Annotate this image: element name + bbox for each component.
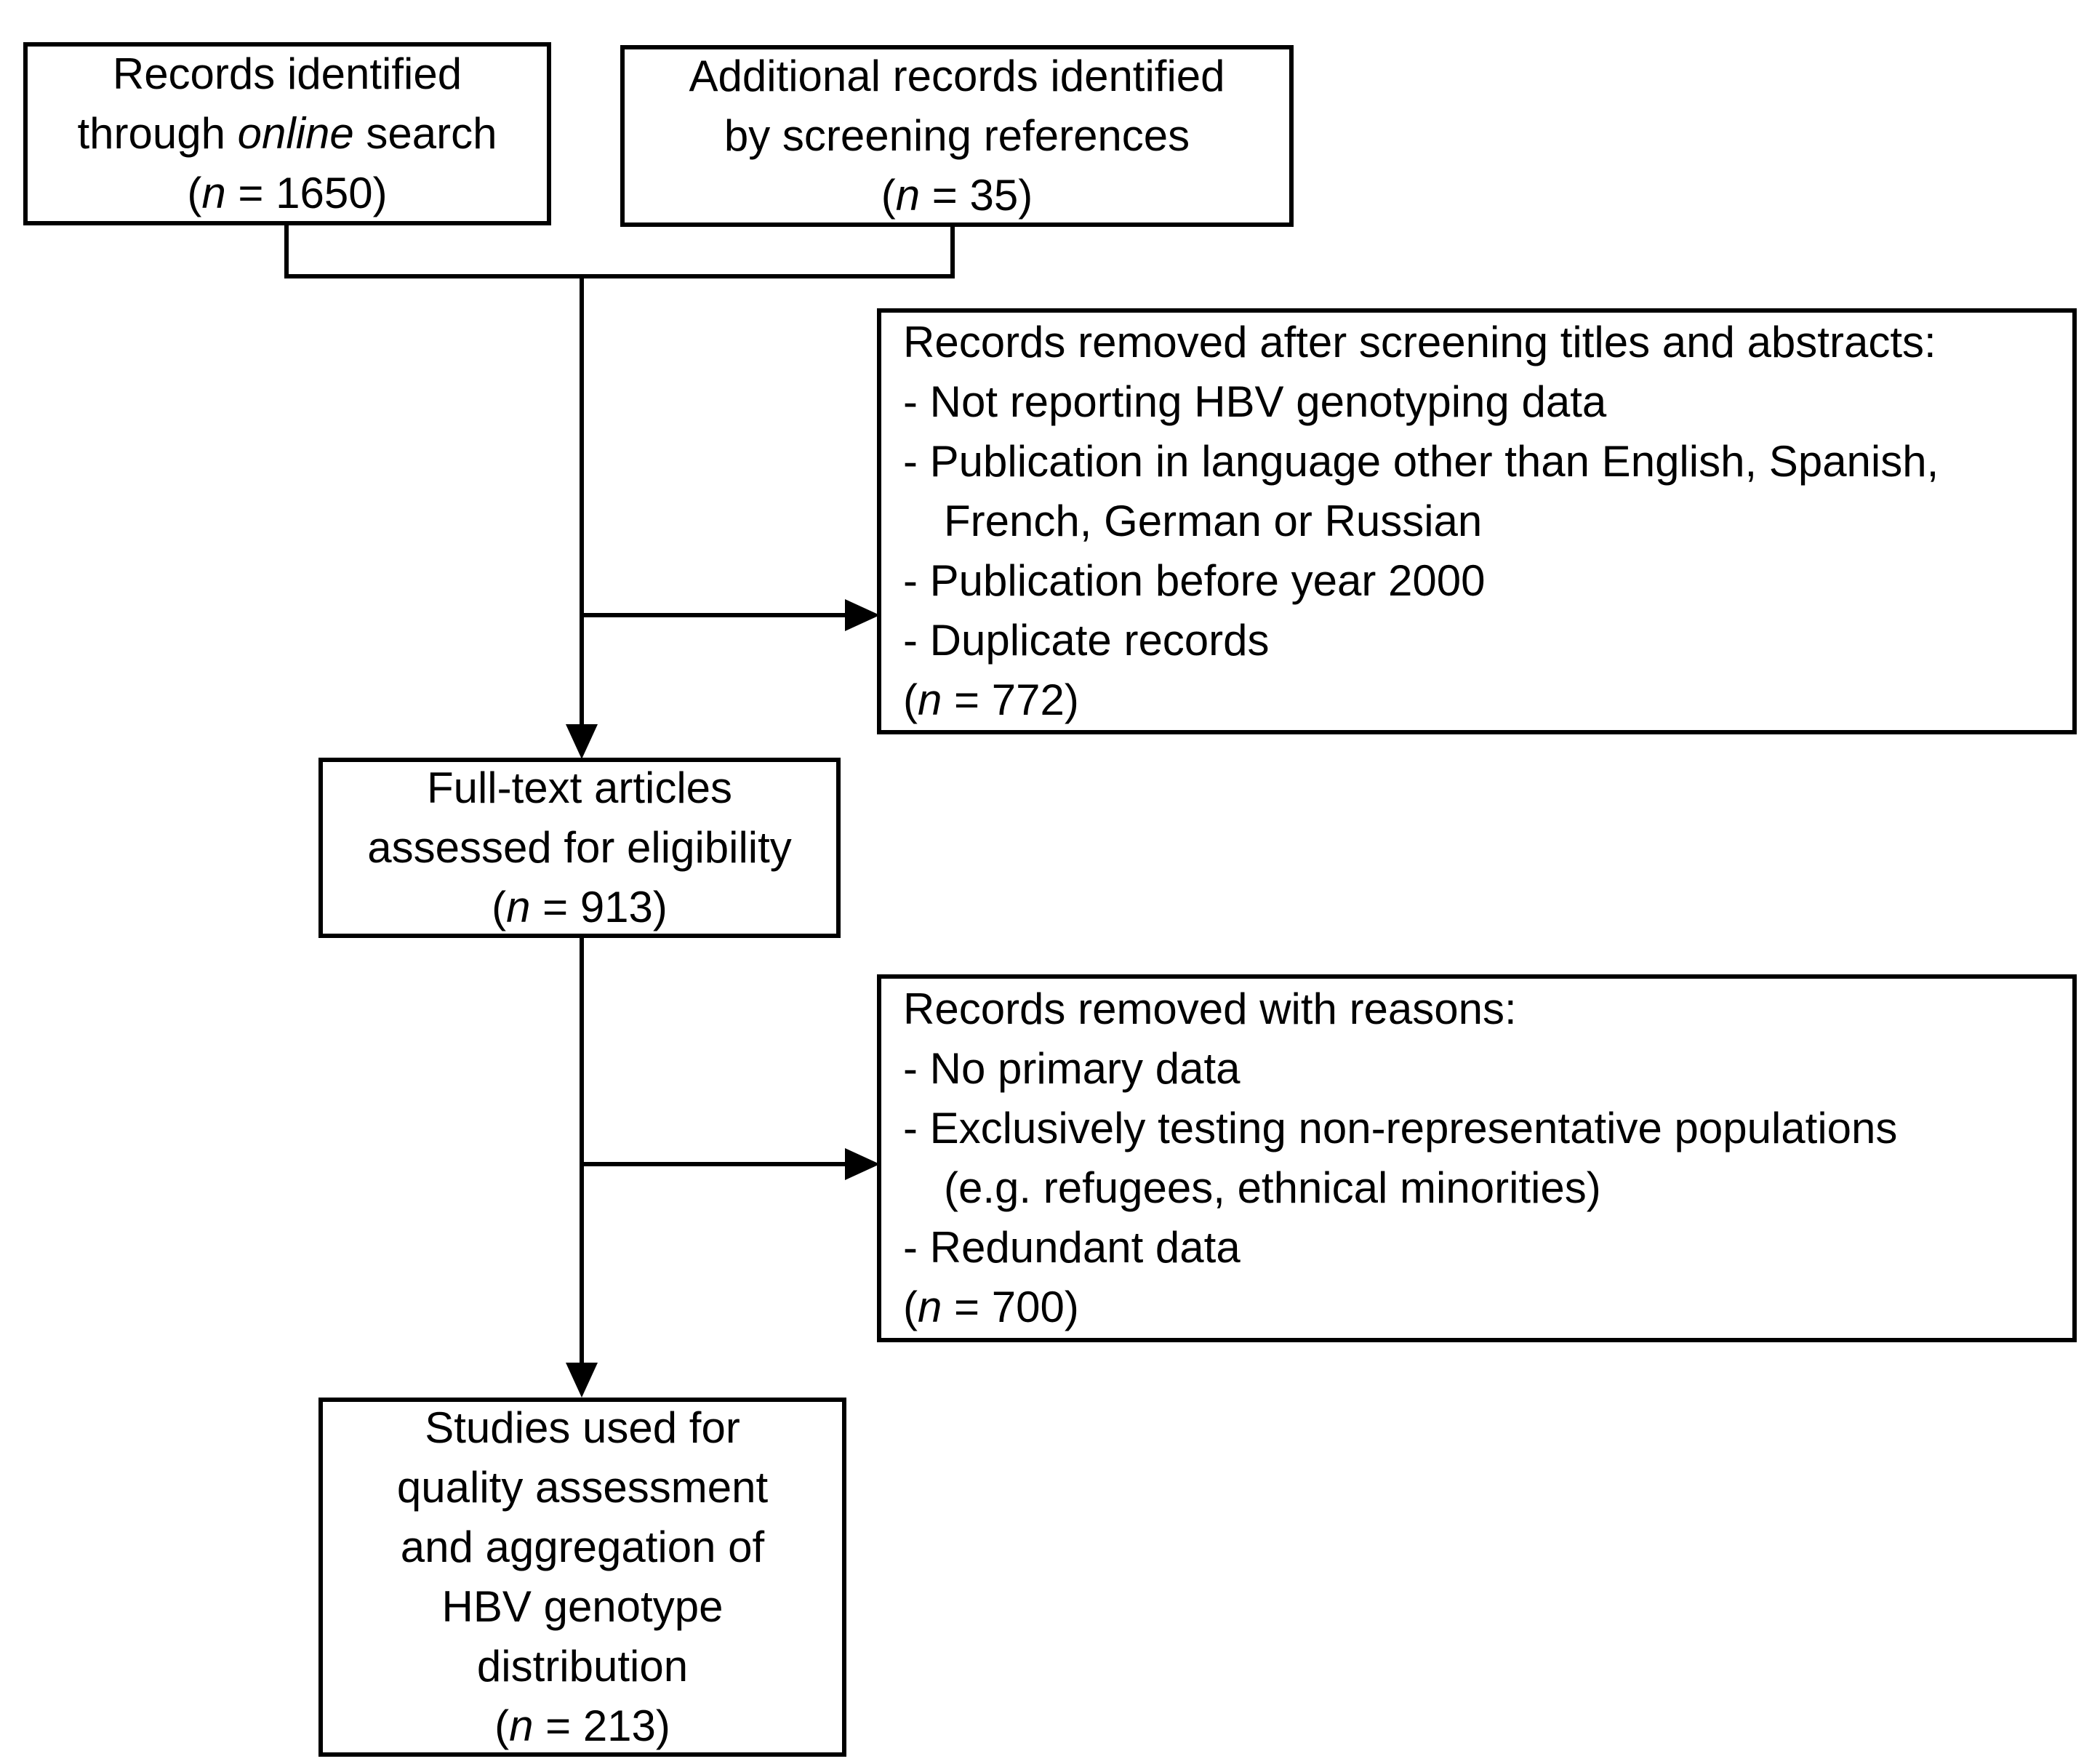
- text-segment: search: [353, 109, 497, 158]
- text-segment: French, German or Russian: [944, 497, 1483, 545]
- box-additional-records: Additional records identified by screenin…: [620, 45, 1294, 227]
- text-line: (e.g. refugees, ethnical minorities): [903, 1158, 1601, 1218]
- arrowhead-right-1: [845, 599, 880, 631]
- text-line: (n = 213): [494, 1696, 670, 1756]
- box-studies-used: Studies used for quality assessment and ag…: [318, 1398, 846, 1757]
- text-line: French, German or Russian: [903, 492, 1482, 551]
- text-line: - Duplicate records: [903, 611, 1270, 670]
- italic-text-segment: online: [237, 109, 354, 158]
- box-records-removed-screening: Records removed after screening titles a…: [877, 308, 2077, 734]
- text-segment: - Publication before year 2000: [903, 556, 1486, 605]
- italic-text-segment: n: [201, 169, 226, 217]
- text-line: (n = 35): [881, 166, 1033, 225]
- arrowhead-down-2: [566, 1363, 598, 1398]
- text-line: - Not reporting HBV genotyping data: [903, 372, 1606, 432]
- text-segment: (: [903, 1283, 918, 1331]
- text-segment: = 913): [530, 883, 668, 931]
- text-segment: by screening references: [724, 111, 1190, 160]
- text-line: and aggregation of: [401, 1518, 764, 1577]
- text-line: distribution: [477, 1637, 688, 1696]
- text-segment: = 35): [920, 171, 1033, 220]
- text-line: Studies used for: [425, 1398, 740, 1458]
- text-line: Records identified: [113, 44, 462, 104]
- text-line: (n = 1650): [187, 164, 387, 223]
- text-line: by screening references: [724, 106, 1190, 166]
- text-segment: = 1650): [225, 169, 388, 217]
- text-line: Records removed after screening titles a…: [903, 313, 1936, 372]
- text-line: through online search: [77, 104, 497, 164]
- text-line: - Exclusively testing non-representative…: [903, 1099, 1897, 1158]
- text-segment: Records removed after screening titles a…: [903, 318, 1936, 366]
- text-line: HBV genotype: [442, 1577, 724, 1637]
- text-segment: Full-text articles: [426, 763, 733, 812]
- text-line: Additional records identified: [689, 47, 1225, 106]
- italic-text-segment: n: [917, 675, 942, 724]
- text-segment: - No primary data: [903, 1044, 1241, 1093]
- italic-text-segment: n: [895, 171, 921, 220]
- text-segment: (e.g. refugees, ethnical minorities): [944, 1163, 1601, 1212]
- text-line: (n = 772): [903, 670, 1079, 730]
- connector-top-join: [284, 224, 955, 278]
- text-segment: = 213): [533, 1701, 670, 1750]
- text-line: - Publication in language other than Eng…: [903, 432, 1939, 492]
- text-line: - Publication before year 2000: [903, 551, 1486, 611]
- text-segment: Records identified: [112, 49, 462, 98]
- text-line: (n = 913): [492, 878, 668, 937]
- text-segment: - Not reporting HBV genotyping data: [903, 377, 1607, 426]
- italic-text-segment: n: [917, 1283, 942, 1331]
- text-segment: - Exclusively testing non-representative…: [903, 1104, 1898, 1152]
- box-records-removed-reasons: Records removed with reasons: - No primar…: [877, 974, 2077, 1342]
- text-segment: Studies used for: [425, 1403, 740, 1452]
- text-segment: (: [187, 169, 202, 217]
- text-segment: (: [494, 1701, 510, 1750]
- text-line: Records removed with reasons:: [903, 979, 1517, 1039]
- text-line: Full-text articles: [427, 758, 732, 818]
- text-segment: through: [77, 109, 238, 158]
- text-segment: quality assessment: [396, 1463, 769, 1512]
- arrowhead-right-2: [845, 1148, 880, 1180]
- text-segment: - Publication in language other than Eng…: [903, 437, 1939, 486]
- text-segment: = 700): [942, 1283, 1079, 1331]
- arrowhead-down-1: [566, 724, 598, 759]
- text-segment: assessed for eligibility: [367, 823, 792, 872]
- text-segment: Additional records identified: [689, 52, 1225, 100]
- text-segment: Records removed with reasons:: [903, 985, 1517, 1033]
- box-fulltext-assessed: Full-text articles assessed for eligibili…: [318, 758, 841, 938]
- text-segment: = 772): [942, 675, 1079, 724]
- text-line: (n = 700): [903, 1278, 1079, 1337]
- text-segment: - Redundant data: [903, 1223, 1241, 1272]
- text-segment: distribution: [476, 1642, 689, 1691]
- text-segment: - Duplicate records: [903, 616, 1270, 665]
- text-segment: (: [492, 883, 507, 931]
- italic-text-segment: n: [506, 883, 531, 931]
- text-segment: (: [881, 171, 896, 220]
- italic-text-segment: n: [509, 1701, 534, 1750]
- text-line: assessed for eligibility: [367, 818, 792, 878]
- text-segment: and aggregation of: [400, 1523, 765, 1571]
- text-segment: (: [903, 675, 918, 724]
- text-segment: HBV genotype: [441, 1582, 724, 1631]
- text-line: - Redundant data: [903, 1218, 1241, 1278]
- text-line: - No primary data: [903, 1039, 1240, 1099]
- text-line: quality assessment: [397, 1458, 768, 1518]
